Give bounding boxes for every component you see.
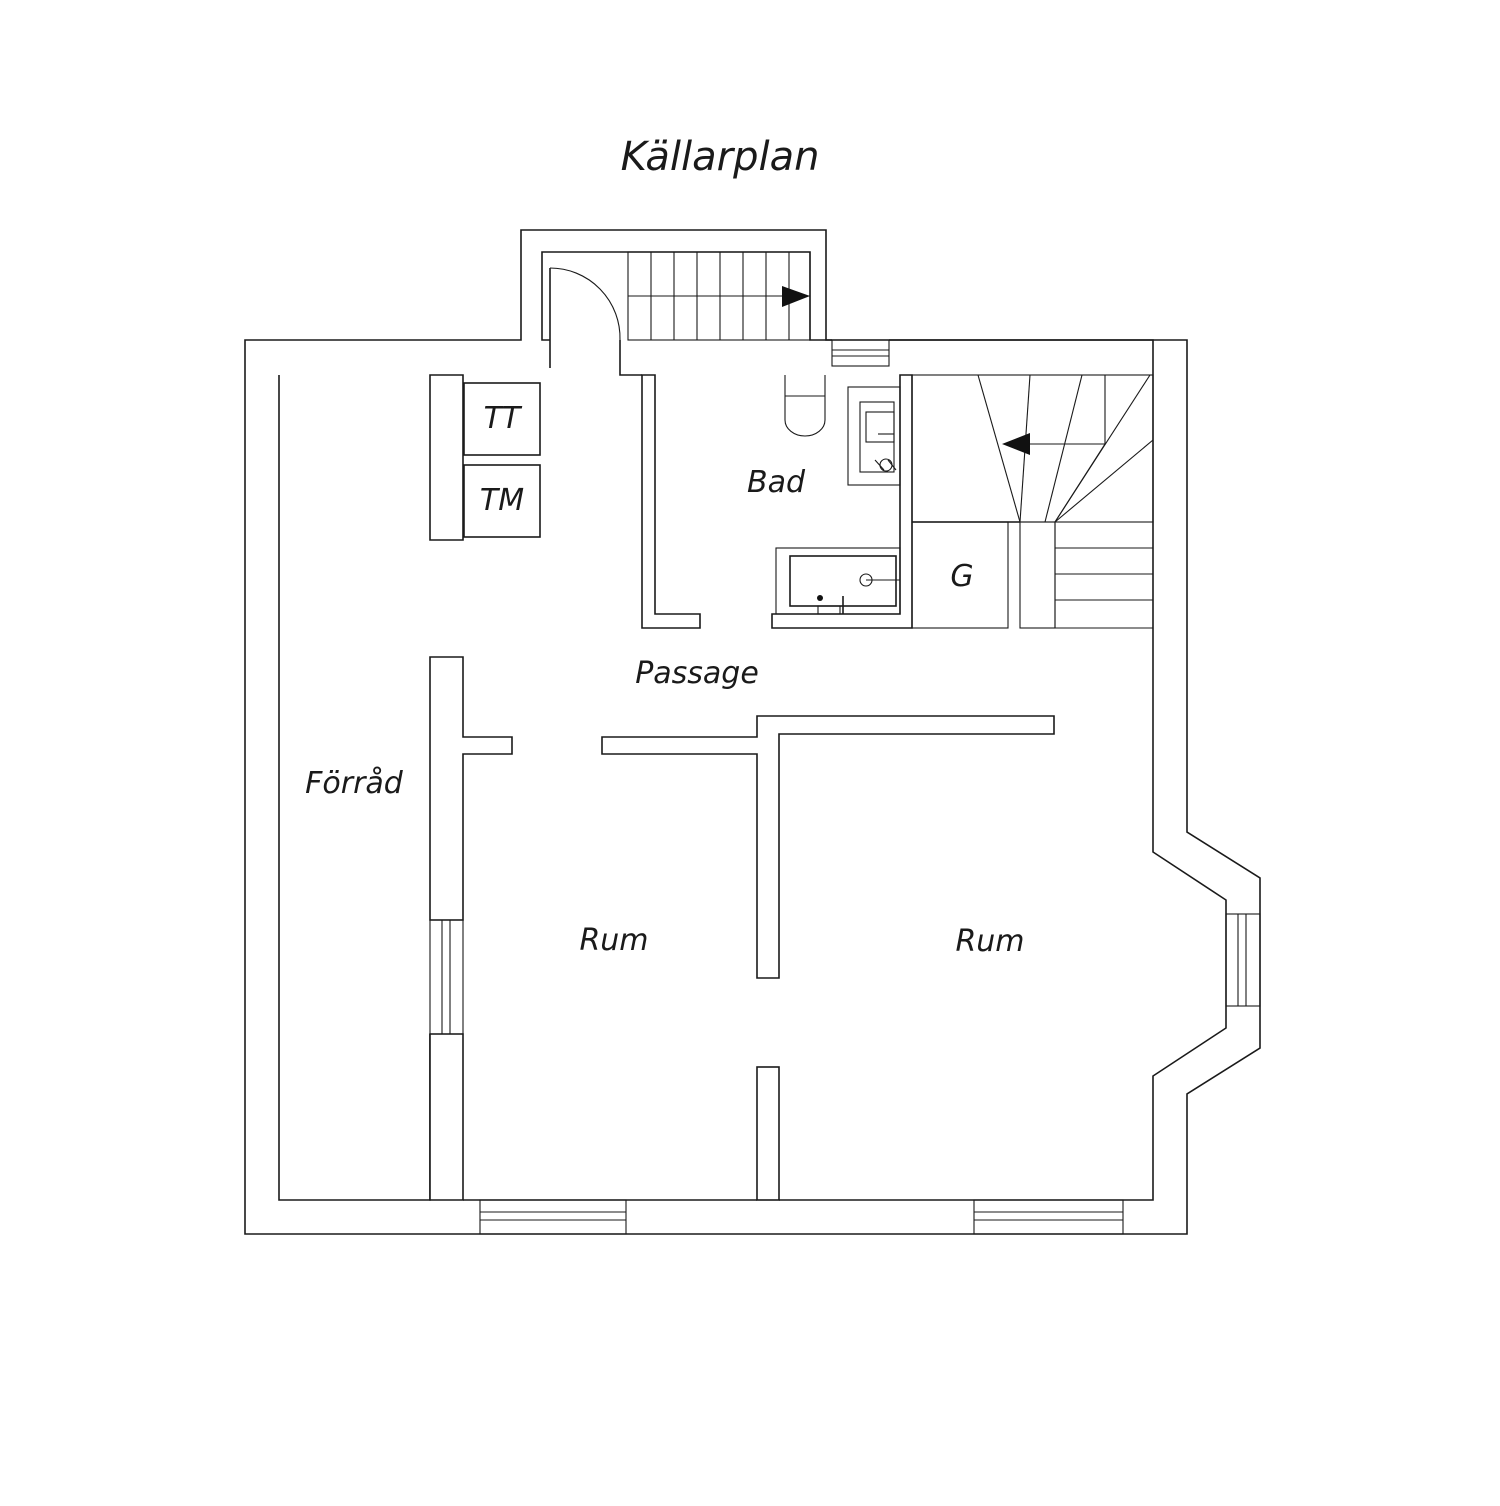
wall-bath-bottom — [771, 374, 913, 629]
entry-door — [549, 267, 621, 341]
tumble-dryer-box — [463, 382, 541, 456]
label-forrad: Förråd — [305, 766, 404, 801]
wall-tt-tm — [429, 374, 464, 541]
bathtub-icon — [775, 547, 901, 615]
label-passage: Passage — [635, 656, 759, 691]
wall-stub-entry — [549, 340, 642, 376]
window-top — [831, 339, 890, 367]
winding-stair — [911, 374, 1154, 629]
window-bottom-right — [973, 1199, 1124, 1235]
window-bottom-left — [479, 1199, 627, 1235]
label-rum-left: Rum — [579, 923, 648, 958]
label-bad: Bad — [747, 465, 806, 500]
wall-forrad-right — [429, 656, 513, 921]
label-tt: TT — [484, 401, 523, 436]
label-tm: TM — [480, 483, 524, 518]
outer-wall-outline — [244, 229, 1261, 1235]
plan-title: Källarplan — [621, 134, 820, 180]
wall-forrad-right-lower — [429, 1033, 464, 1201]
label-g: G — [950, 559, 973, 594]
label-rum-right: Rum — [955, 924, 1024, 959]
stair-arrow-down-icon — [1002, 433, 1030, 455]
window-bay — [1225, 913, 1261, 1007]
toilet-icon — [784, 375, 826, 437]
wall-bath-left — [641, 374, 701, 629]
stair-arrow-icon — [782, 286, 810, 307]
entry-stair — [627, 251, 811, 341]
window-forrad — [429, 919, 464, 1035]
sink-icon — [847, 386, 901, 486]
wall-rum-divider — [601, 715, 1055, 979]
washing-machine-box — [463, 464, 541, 538]
wall-rum-divider-lower — [756, 1066, 780, 1201]
